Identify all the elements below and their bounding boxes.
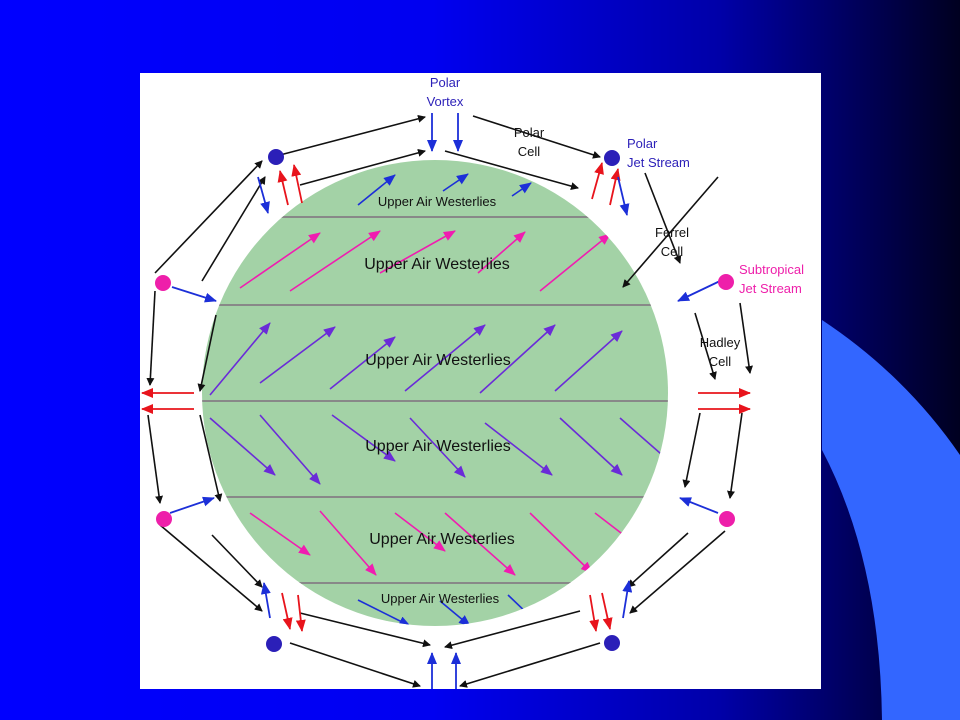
- jet-stream-arrows: [141, 113, 751, 689]
- hadley-cell-label-2: Cell: [709, 354, 732, 369]
- subtropical-jet-label-1: Subtropical: [739, 262, 804, 277]
- light-blue-swoosh: [822, 320, 960, 720]
- callout-labels: Polar Vortex Polar Cell Polar Jet Stream…: [427, 75, 805, 369]
- polar-jet-dot-top-left: [268, 149, 284, 165]
- circulation-cell-arrows: [146, 114, 753, 688]
- polar-jet-label-2: Jet Stream: [627, 155, 690, 170]
- polar-cell-label-2: Cell: [518, 144, 541, 159]
- hadley-cell-label-1: Hadley: [700, 335, 741, 350]
- wind-arrows: [209, 173, 668, 626]
- band-label-polar-south: Upper Air Westerlies: [381, 591, 500, 606]
- subtropical-jet-dot-right: [718, 274, 734, 290]
- polar-vortex-label-2: Vortex: [427, 94, 464, 109]
- polar-jet-label-1: Polar: [627, 136, 658, 151]
- ferrel-cell-label-2: Cell: [661, 244, 684, 259]
- diagram-canvas: Upper Air Westerlies Upper Air Westerlie…: [141, 75, 805, 689]
- band-label-polar-north: Upper Air Westerlies: [378, 194, 497, 209]
- polar-jet-dot-bottom-right: [604, 635, 620, 651]
- polar-vortex-label-1: Polar: [430, 75, 461, 90]
- atmospheric-circulation-diagram: Upper Air Westerlies Upper Air Westerlie…: [140, 73, 821, 689]
- band-label-ferrel-south: Upper Air Westerlies: [369, 531, 515, 548]
- subtropical-jet-label-2: Jet Stream: [739, 281, 802, 296]
- polar-cell-label-1: Polar: [514, 125, 545, 140]
- subtropical-jet-dot-left: [155, 275, 171, 291]
- ferrel-cell-label-1: Ferrel: [655, 225, 689, 240]
- band-label-hadley-south: Upper Air Westerlies: [365, 438, 511, 455]
- band-label-hadley-north: Upper Air Westerlies: [365, 352, 511, 369]
- globe: [202, 160, 668, 626]
- subtropical-jet-dot-lower-right: [719, 511, 735, 527]
- subtropical-jet-dot-lower-left: [156, 511, 172, 527]
- jet-stream-markers: [155, 149, 735, 652]
- band-label-ferrel-north: Upper Air Westerlies: [364, 256, 510, 273]
- polar-jet-dot-top-right: [604, 150, 620, 166]
- polar-jet-dot-bottom-left: [266, 636, 282, 652]
- band-labels: Upper Air Westerlies Upper Air Westerlie…: [364, 194, 515, 606]
